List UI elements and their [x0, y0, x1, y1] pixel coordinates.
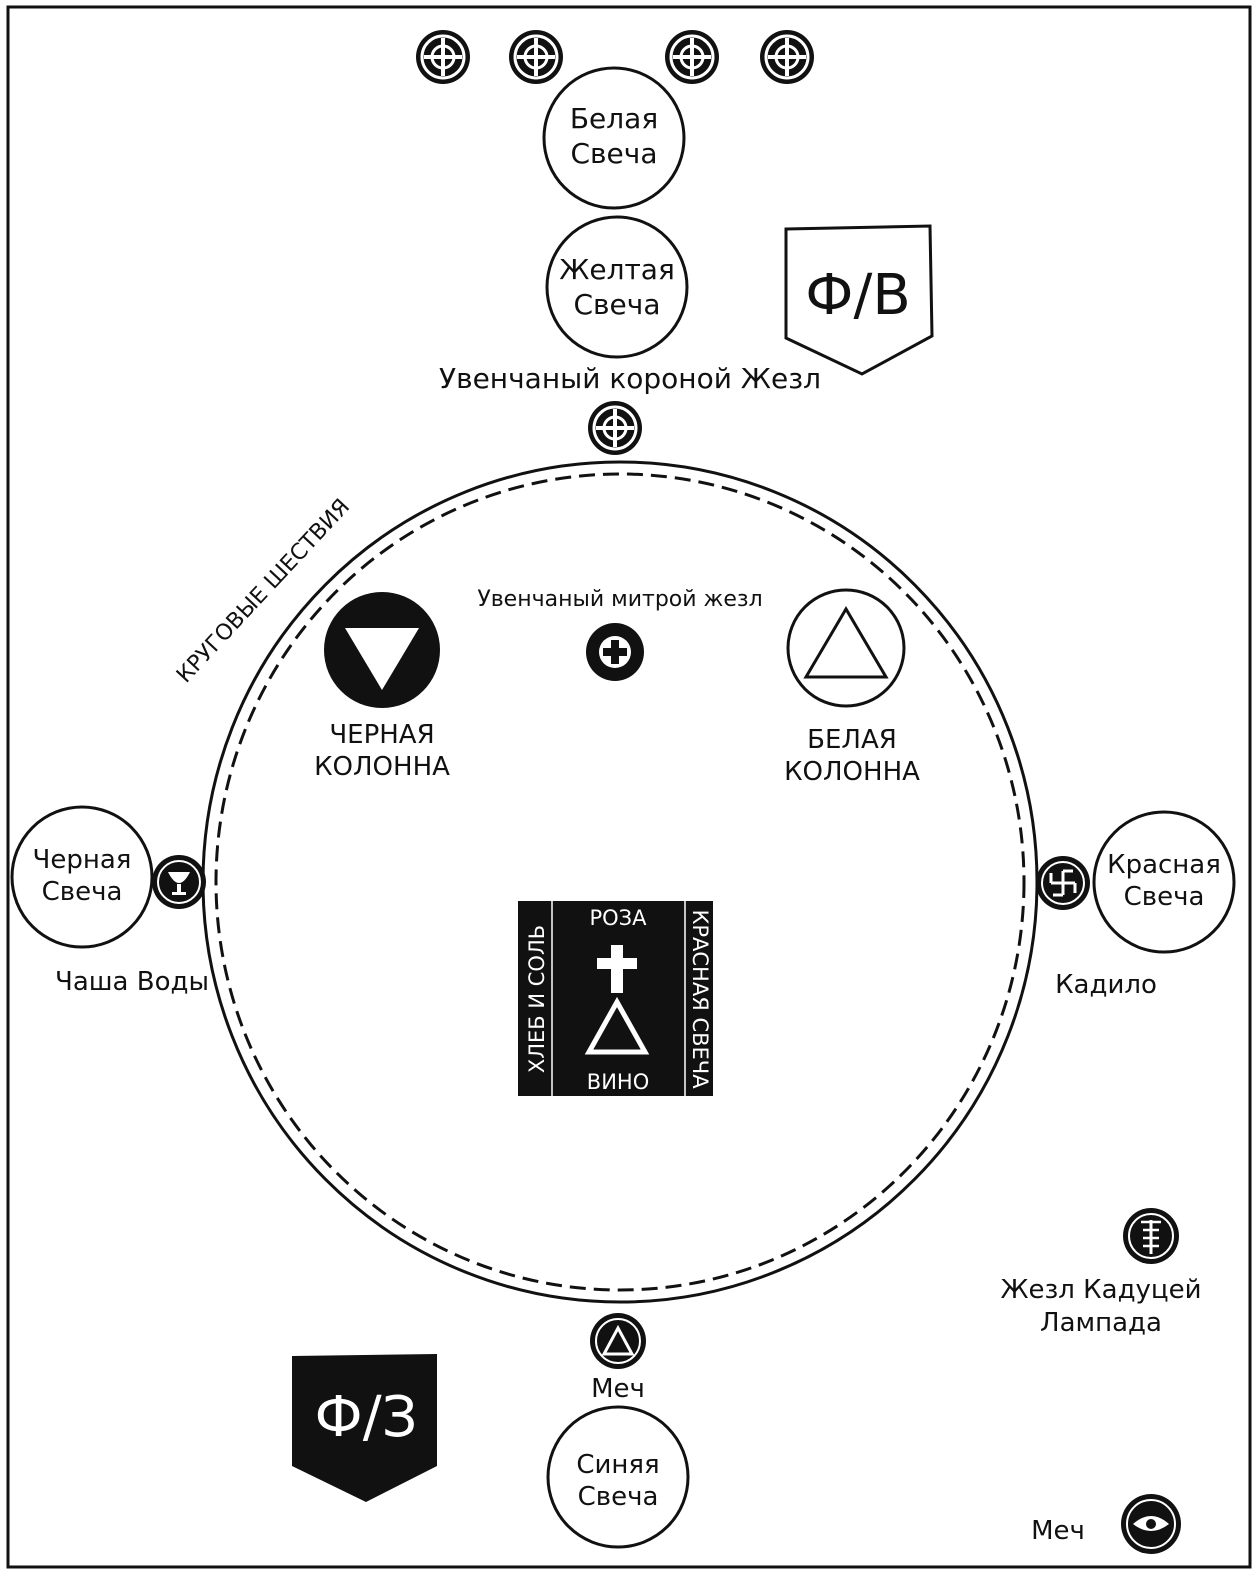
banner-fz: Ф/З — [292, 1354, 437, 1502]
sword-bottom-label: Меч — [591, 1374, 645, 1404]
cross-circle-icon — [586, 399, 644, 457]
cross-circle-icon — [758, 28, 816, 86]
svg-text:Белая: Белая — [570, 102, 658, 135]
mitre-wand-label: Увенчаный митрой жезл — [477, 587, 762, 612]
svg-text:Желтая: Желтая — [559, 253, 675, 286]
sword-corner-label: Меч — [1031, 1516, 1085, 1546]
cross-circle-icon — [414, 28, 472, 86]
svg-text:Ф/З: Ф/З — [315, 1385, 418, 1450]
svg-text:БЕЛАЯ: БЕЛАЯ — [807, 725, 897, 755]
crowned-wand-label: Увенчаный короной Жезл — [439, 362, 821, 395]
yellow-candle: Желтая Свеча — [545, 215, 689, 359]
cross-circle-icon — [507, 28, 565, 86]
svg-text:Синяя: Синяя — [576, 1450, 659, 1480]
altar-left-label: ХЛЕБ И СОЛЬ — [525, 925, 549, 1073]
altar-right-label: КРАСНАЯ СВЕЧА — [688, 909, 712, 1089]
svg-text:Ф/В: Ф/В — [805, 263, 911, 328]
svg-text:Свеча: Свеча — [42, 877, 123, 907]
white-candle: Белая Свеча — [542, 66, 686, 210]
svg-text:Черная: Черная — [33, 845, 132, 875]
svg-text:Свеча: Свеча — [571, 137, 658, 170]
altar-bottom-label: ВИНО — [587, 1070, 649, 1094]
triangle-icon — [590, 1313, 646, 1369]
eye-icon — [1121, 1494, 1181, 1554]
cross-circle-icon — [663, 28, 721, 86]
svg-text:Свеча: Свеча — [1124, 882, 1205, 912]
black-candle: Черная Свеча — [10, 805, 154, 949]
cup-label: Чаша Воды — [55, 967, 209, 997]
cup-icon — [152, 855, 206, 909]
altar: РОЗА ВИНО ХЛЕБ И СОЛЬ КРАСНАЯ СВЕЧА — [518, 901, 713, 1096]
svg-text:Свеча: Свеча — [574, 288, 661, 321]
blue-candle: Синяя Свеча — [546, 1405, 690, 1549]
svg-text:Красная: Красная — [1107, 850, 1221, 880]
svg-text:Свеча: Свеча — [578, 1482, 659, 1512]
svg-text:ЧЕРНАЯ: ЧЕРНАЯ — [329, 720, 434, 750]
red-candle: Красная Свеча — [1092, 810, 1236, 954]
caduceus-icon — [1123, 1208, 1179, 1264]
banner-fv: Ф/В — [784, 224, 934, 376]
page-frame — [6, 5, 1252, 1569]
plus-circle-icon — [586, 623, 644, 681]
swastika-icon — [1036, 856, 1090, 910]
svg-text:КОЛОННА: КОЛОННА — [784, 757, 920, 787]
white-column: БЕЛАЯ КОЛОННА — [784, 588, 920, 787]
caduceus-label: Жезл Кадуцей — [1000, 1275, 1201, 1305]
black-column: ЧЕРНАЯ КОЛОННА — [314, 592, 450, 782]
censer-label: Кадило — [1055, 970, 1157, 1000]
lamp-label: Лампада — [1040, 1308, 1162, 1338]
altar-top-label: РОЗА — [589, 906, 647, 930]
svg-text:КОЛОННА: КОЛОННА — [314, 752, 450, 782]
